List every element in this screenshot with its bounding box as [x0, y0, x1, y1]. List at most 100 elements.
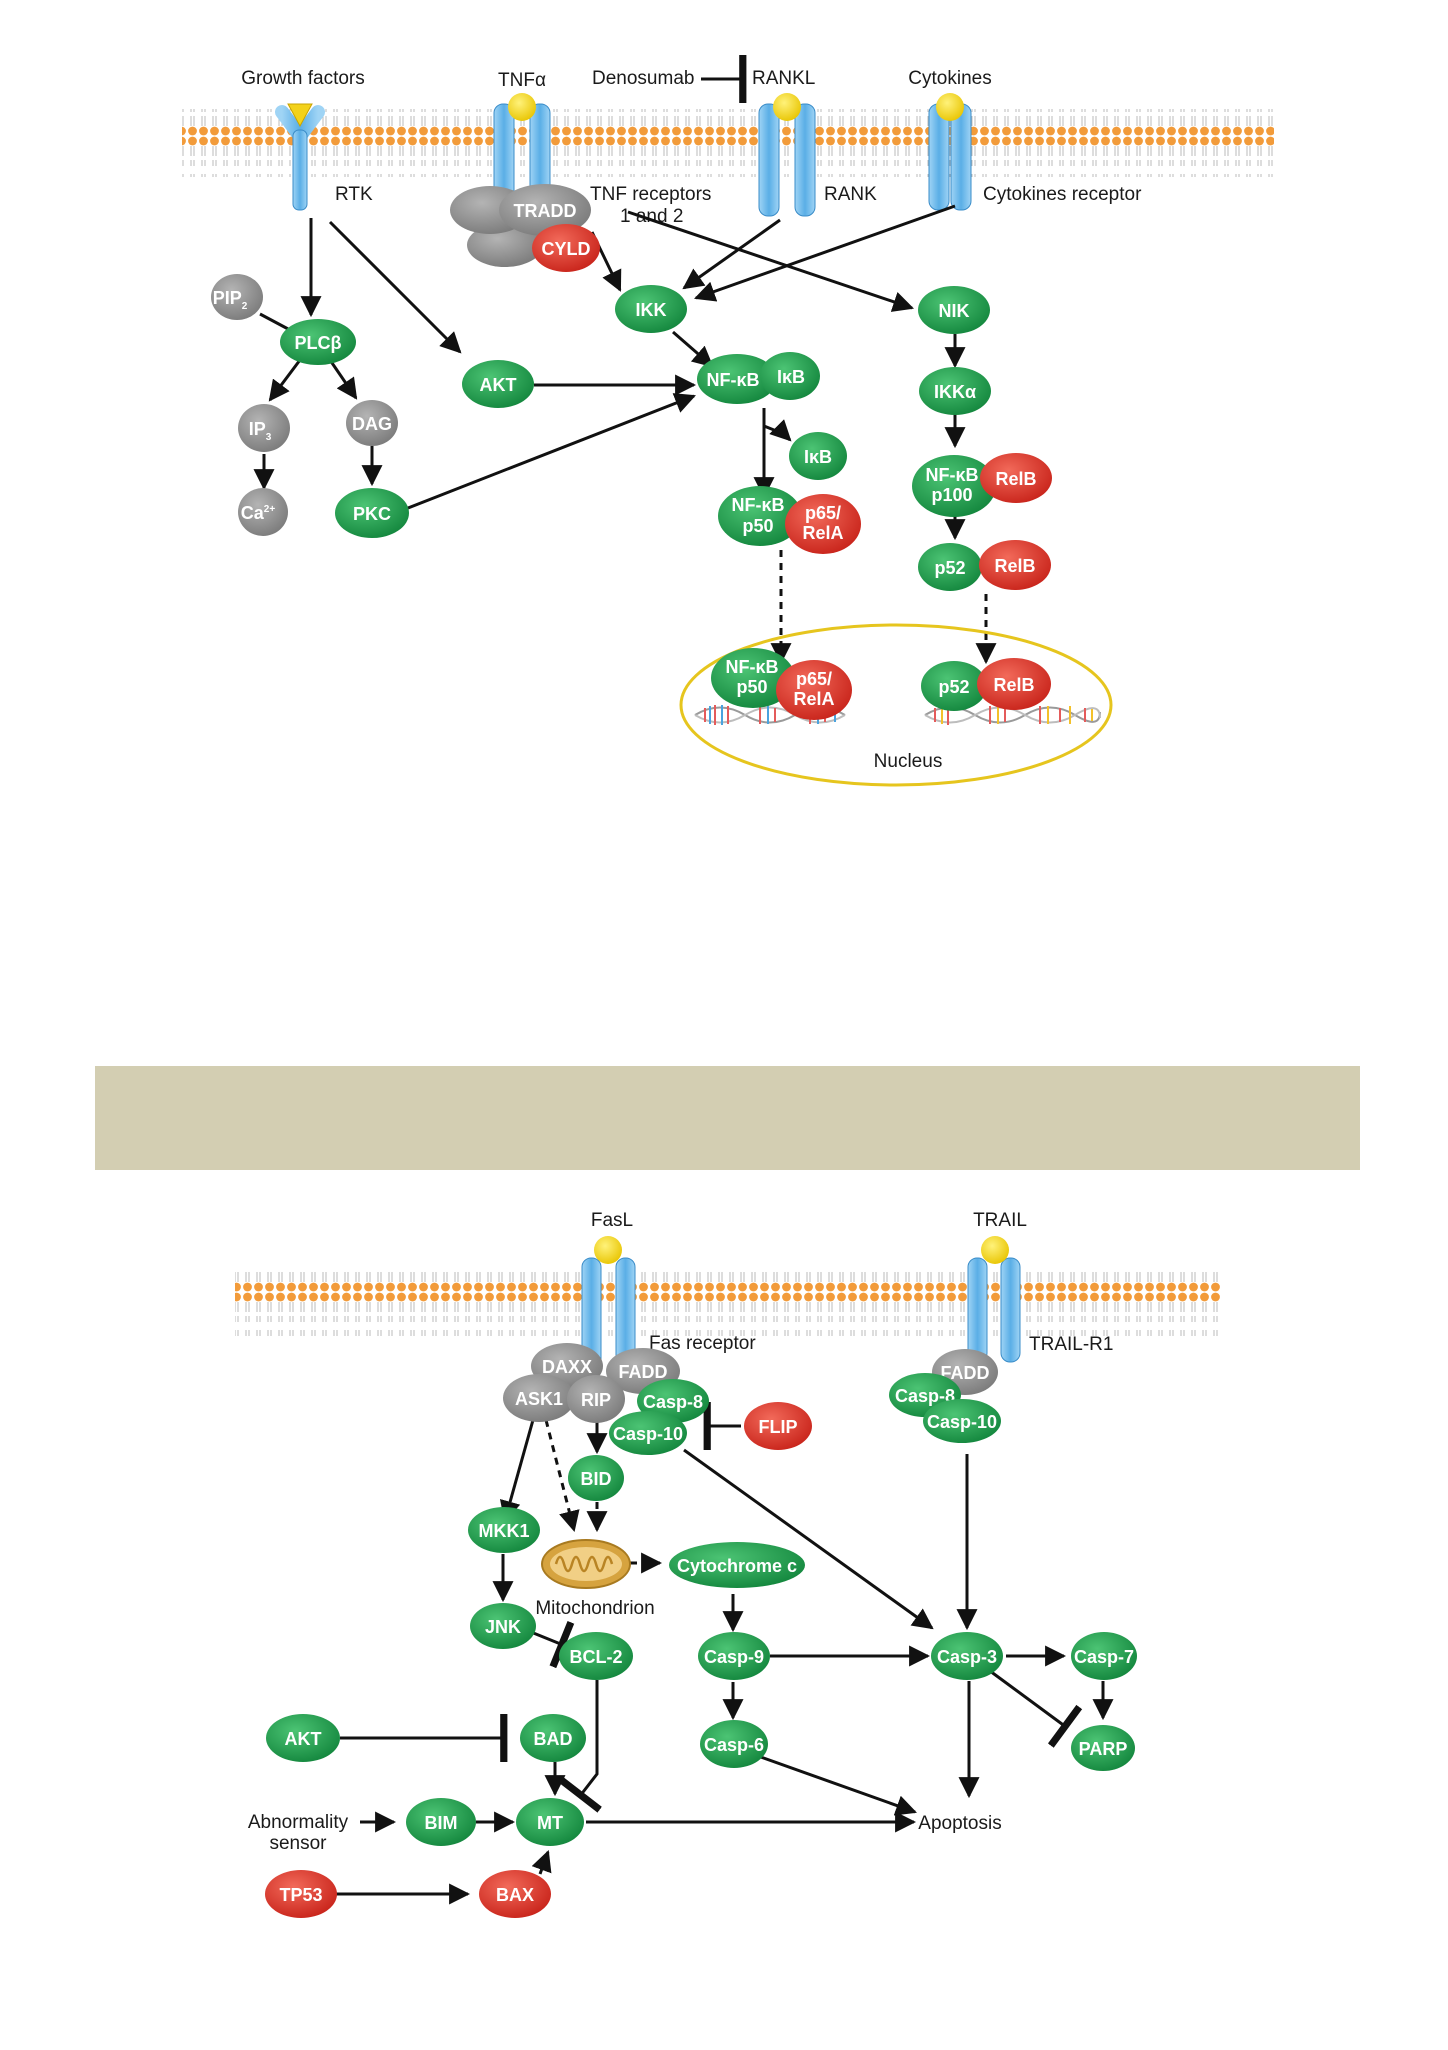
tnf-receptors-label-line2: 1 and 2: [620, 206, 683, 227]
p65-rela-node: [785, 494, 861, 554]
casp3-label: Casp-3: [937, 1647, 997, 1667]
parp-label: PARP: [1079, 1739, 1128, 1759]
nuc-p52-node: [921, 661, 987, 711]
cytokines-receptor: [928, 93, 972, 211]
bid-label: BID: [581, 1469, 612, 1489]
jnk-label: JNK: [485, 1617, 521, 1637]
nfkb-p50-label-2: p50: [742, 516, 773, 536]
fadd-label: FADD: [619, 1362, 668, 1382]
mitochondrion-icon: [541, 1539, 631, 1589]
abnormality-sensor-label-1: Abnormality: [248, 1812, 349, 1833]
nuc-relb-label: RelB: [993, 675, 1034, 695]
nucleus-outline: [679, 623, 1113, 787]
apoptosis-label: Apoptosis: [918, 1813, 1001, 1834]
trail-ligand-icon: [981, 1236, 1009, 1264]
ip3-label: IP3: [249, 419, 272, 443]
nfkb-p100-label-1: NF-κB: [925, 465, 978, 485]
rip-label: RIP: [581, 1390, 611, 1410]
nuc-p65-rela-label-2: RelA: [793, 689, 834, 709]
flip-label: FLIP: [759, 1417, 798, 1437]
p52-node: [918, 543, 982, 591]
nuc-p65-rela-node: [776, 660, 852, 720]
casp9-label: Casp-9: [704, 1647, 764, 1667]
jnk-node: [470, 1603, 536, 1649]
growth-factors-label: Growth factors: [241, 68, 365, 89]
casp10-node: [609, 1411, 687, 1455]
pip2-label: PIP2: [213, 288, 248, 312]
pkc-label: PKC: [353, 504, 391, 524]
rtk-receptor: [275, 103, 325, 211]
nfkb-label: NF-κB: [706, 370, 759, 390]
bax-label: BAX: [496, 1885, 534, 1905]
casp9-node: [698, 1632, 770, 1680]
tradd-node: [499, 184, 591, 236]
bottom-arrows: [334, 1402, 1114, 1905]
bcl2-label: BCL-2: [570, 1647, 623, 1667]
ikb-free-node: [789, 432, 847, 480]
bottom-panel: FasL TRAIL Fas receptor TRAIL-R1: [235, 1210, 1221, 1918]
parp-node: [1071, 1725, 1135, 1771]
nik-node: [918, 286, 990, 334]
bcl2-node: [559, 1632, 633, 1680]
ikka-node: [919, 367, 991, 415]
tradd-label: TRADD: [514, 201, 577, 221]
tradd-complex: TRADD CYLD: [450, 184, 600, 272]
adaptor-gray-back: [467, 223, 543, 267]
dag-node: [346, 400, 398, 446]
relb-node-2: [979, 540, 1051, 590]
plcb-node: [280, 319, 356, 365]
nuc-relb-node: [977, 658, 1051, 710]
nuc-p65-rela-label-1: p65/: [796, 669, 832, 689]
nuc-nfkb-p50-label-2: p50: [736, 677, 767, 697]
plcb-label: PLCβ: [295, 333, 342, 353]
growth-factor-ligand-icon: [287, 103, 313, 128]
nik-label: NIK: [939, 301, 970, 321]
nuc-nfkb-p50-label-1: NF-κB: [725, 657, 778, 677]
rankl-label: RANKL: [752, 68, 815, 89]
cytokine-ligand-icon: [936, 93, 964, 121]
akt-bottom-label: AKT: [285, 1729, 322, 1749]
mt-node: [516, 1798, 584, 1846]
relb-label-1: RelB: [995, 469, 1036, 489]
cytokines-label: Cytokines: [908, 68, 991, 89]
ask1-label: ASK1: [515, 1389, 563, 1409]
casp3-node: [931, 1632, 1003, 1680]
tp53-label: TP53: [279, 1885, 322, 1905]
rtk-label: RTK: [335, 184, 373, 205]
tnfa-label: TNFα: [498, 70, 546, 91]
tnf-receptors-label-line1: TNF receptors: [590, 184, 711, 205]
casp10-trail-node: [923, 1399, 1001, 1443]
nfkb-node: [697, 354, 777, 404]
pip2-node: [211, 274, 263, 320]
ikk-label: IKK: [636, 300, 667, 320]
casp10-label: Casp-10: [613, 1424, 683, 1444]
rankl-ligand-icon: [773, 93, 801, 121]
nucleus-label: Nucleus: [874, 751, 943, 772]
dna-helix-left-icon: [694, 705, 846, 725]
casp10-trail-label: Casp-10: [927, 1412, 997, 1432]
nfkb-p50-node: [718, 486, 802, 546]
casp6-node: [700, 1720, 768, 1768]
fadd-trail-label: FADD: [941, 1363, 990, 1383]
ikk-node: [615, 285, 687, 333]
mkk1-node: [468, 1507, 540, 1553]
akt-bottom-node: [266, 1714, 340, 1762]
bax-node: [479, 1870, 551, 1918]
fas-receptor-label: Fas receptor: [649, 1333, 756, 1354]
ikb-bound-node: [760, 352, 820, 400]
cytochrome-c-label: Cytochrome c: [677, 1556, 797, 1576]
abnormality-sensor-label-2: sensor: [269, 1833, 327, 1854]
bad-node: [520, 1714, 586, 1762]
casp8-label: Casp-8: [643, 1392, 703, 1412]
cell-membrane-bottom: [235, 1272, 1221, 1340]
dag-label: DAG: [352, 414, 392, 434]
mt-label: MT: [537, 1813, 563, 1833]
fasl-label: FasL: [591, 1210, 633, 1231]
akt-node: [462, 360, 534, 408]
akt-label: AKT: [480, 375, 517, 395]
p65-rela-label-1: p65/: [805, 503, 841, 523]
ikb-free-label: IκB: [804, 447, 832, 467]
relb-node-1: [980, 453, 1052, 503]
rip-node: [567, 1375, 625, 1423]
